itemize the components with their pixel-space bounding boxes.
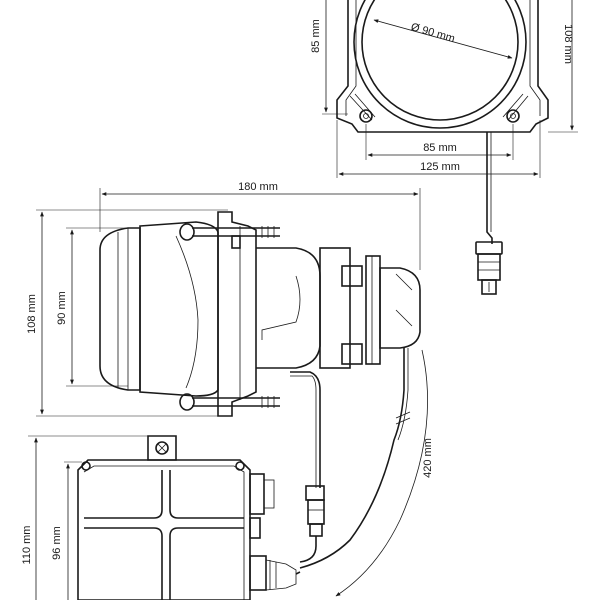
label-front-diameter: Ø 90 mm <box>409 21 456 45</box>
front-connector <box>475 241 503 295</box>
front-lens <box>361 0 519 121</box>
ballast-port-mid <box>249 517 261 539</box>
ballast-rib-cross <box>84 470 244 600</box>
side-connector-cable <box>290 371 321 488</box>
ballast-screw-right <box>235 461 245 471</box>
side-projector <box>256 247 321 369</box>
side-rear-cap <box>379 267 421 349</box>
front-cable <box>486 132 493 244</box>
side-stud-bottom <box>179 393 280 411</box>
side-body <box>139 221 219 397</box>
label-front-mount-spacing: 85 mm <box>423 142 457 154</box>
front-lens-ring <box>353 0 527 129</box>
label-front-overall-width: 125 mm <box>420 161 460 173</box>
side-flange <box>217 211 257 417</box>
label-side-total-height: 108 mm <box>26 294 38 334</box>
label-ballast-body-height: 96 mm <box>51 526 63 560</box>
label-side-lens-height: 90 mm <box>56 291 68 325</box>
ballast-port-bottom <box>249 555 267 591</box>
ballast-screw-left <box>81 461 91 471</box>
ballast-view: 110 mm 96 mm <box>21 435 301 600</box>
label-side-cable-length: 420 mm <box>422 438 434 478</box>
side-lens <box>99 227 141 391</box>
label-side-length: 180 mm <box>238 181 278 193</box>
label-ballast-total-height: 110 mm <box>21 526 33 565</box>
label-front-total-height: 108 mm <box>562 24 574 64</box>
side-igniter <box>365 255 381 365</box>
side-stud-top <box>179 223 280 241</box>
ballast-port-top <box>249 473 265 515</box>
mount-screw-right <box>506 109 520 123</box>
label-front-height: 85 mm <box>310 19 322 53</box>
ballast-body <box>77 459 251 600</box>
side-view: 180 mm 108 mm 90 mm <box>26 181 434 597</box>
front-housing <box>336 0 549 133</box>
side-rear-cable <box>299 348 405 569</box>
mount-screw-left <box>359 109 373 123</box>
side-connector <box>305 485 325 537</box>
